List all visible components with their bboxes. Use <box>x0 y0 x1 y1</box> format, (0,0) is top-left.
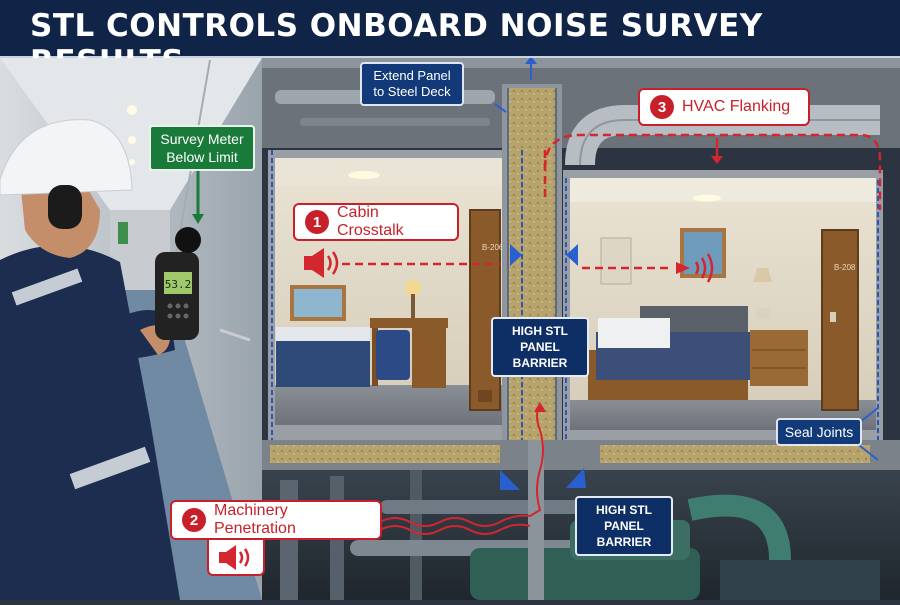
speaker-icon-cabin <box>304 248 339 278</box>
callout-label: Cabin Crosstalk <box>337 204 404 239</box>
callout-number: 1 <box>305 210 329 234</box>
right-door-number: B-208 <box>834 263 856 272</box>
right-cabin-door <box>821 229 859 411</box>
vertical-pipe <box>528 440 544 600</box>
callout-machinery-penetration: 2 Machinery Penetration <box>170 500 382 540</box>
callout-label: Machinery Penetration <box>214 502 296 537</box>
illustration-scene: B-206 B-208 <box>0 56 900 600</box>
callout-cabin-crosstalk: 1 Cabin Crosstalk <box>293 203 459 241</box>
callout-number: 3 <box>650 95 674 119</box>
label-extend-panel: Extend Panel to Steel Deck <box>360 62 464 106</box>
callout-hvac-flanking: 3 HVAC Flanking <box>638 88 810 126</box>
left-door-number: B-206 <box>482 243 504 252</box>
label-survey-meter: Survey Meter Below Limit <box>149 125 255 171</box>
label-panel-barrier-top: HIGH STL PANEL BARRIER <box>491 317 589 377</box>
technician-figure: 53.2 <box>0 119 201 600</box>
label-seal-joints: Seal Joints <box>776 418 862 446</box>
speaker-icon-machinery <box>207 540 265 576</box>
meter-reading: 53.2 <box>165 278 192 291</box>
title-bar: STL CONTROLS ONBOARD NOISE SURVEY RESULT… <box>0 0 900 80</box>
callout-number: 2 <box>182 508 206 532</box>
callout-label: HVAC Flanking <box>682 98 791 115</box>
left-cabin-door <box>469 209 501 411</box>
sound-level-meter <box>155 252 199 340</box>
label-panel-barrier-bottom: HIGH STL PANEL BARRIER <box>575 496 673 556</box>
ship-cutaway-illustration: B-206 B-208 <box>0 56 900 600</box>
